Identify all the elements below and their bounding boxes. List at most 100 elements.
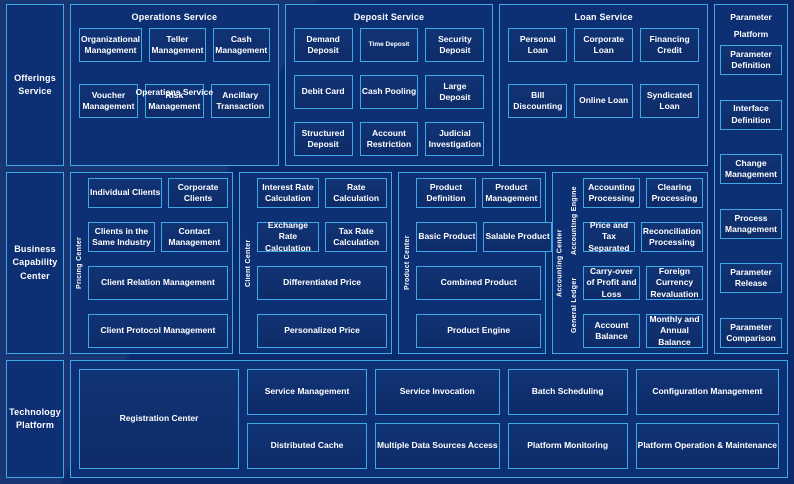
cell-basic-product[interactable]: Basic Product bbox=[416, 222, 478, 252]
cell-security-deposit[interactable]: Security Deposit bbox=[425, 28, 485, 62]
group-loan-service: Loan Service Personal Loan Corporate Loa… bbox=[499, 4, 709, 166]
cell-process-management[interactable]: Process Management bbox=[720, 208, 782, 239]
parameter-platform-items: Parameter Definition Interface Definitio… bbox=[720, 44, 782, 348]
loan-service-row-2: Bill Discounting Online Loan Syndicated … bbox=[508, 84, 700, 118]
cell-rate-calculation[interactable]: Rate Calculation bbox=[325, 178, 388, 208]
group-vlabel-client-center: Client Center bbox=[244, 239, 252, 287]
cell-demand-deposit[interactable]: Demand Deposit bbox=[293, 28, 353, 62]
cell-salable-product[interactable]: Salable Product bbox=[483, 222, 552, 252]
cell-personal-loan[interactable]: Personal Loan bbox=[508, 28, 568, 62]
cell-voucher-management[interactable]: Voucher Management bbox=[79, 84, 138, 118]
group-accounting-center: Accounting Center Accounting Engine Gene… bbox=[552, 172, 708, 354]
client-center-pair-2: Exchange Rate Calculation Tax Rate Calcu… bbox=[256, 220, 388, 253]
cell-debit-card[interactable]: Debit Card bbox=[293, 75, 353, 109]
cell-change-management[interactable]: Change Management bbox=[720, 154, 782, 185]
cell-risk-management[interactable]: Risk Management bbox=[144, 84, 204, 118]
cell-exchange-rate-calculation[interactable]: Exchange Rate Calculation bbox=[256, 220, 320, 253]
offerings-groups: Operations Service Organizational Manage… bbox=[70, 4, 709, 166]
cell-financing-credit[interactable]: Financing Credit bbox=[640, 28, 700, 62]
cell-judicial-investigation[interactable]: Judicial Investigation bbox=[425, 122, 485, 156]
cell-product-management[interactable]: Product Management bbox=[481, 178, 541, 208]
cell-syndicated-loan[interactable]: Syndicated Loan bbox=[640, 84, 700, 118]
pricing-center-pair-2: Clients in the Same Industry Contact Man… bbox=[88, 222, 228, 252]
cell-large-deposit[interactable]: Large Deposit bbox=[425, 75, 485, 109]
cell-time-deposit[interactable]: Time Deposit bbox=[359, 28, 419, 62]
layer-label-business-capability-center: Business Capability Center bbox=[6, 172, 64, 354]
cell-structured-deposit[interactable]: Structured Deposit bbox=[293, 122, 353, 156]
cell-ancillary-transaction[interactable]: Ancillary Transaction bbox=[210, 84, 270, 118]
cell-distributed-cache[interactable]: Distributed Cache bbox=[247, 423, 368, 469]
group-vlabel-accounting-engine: Accounting Engine bbox=[571, 186, 578, 255]
cell-platform-monitoring[interactable]: Platform Monitoring bbox=[507, 423, 628, 469]
pricing-center-pair-1: Individual Clients Corporate Clients bbox=[88, 178, 228, 208]
group-deposit-service: Deposit Service Demand Deposit Time Depo… bbox=[284, 4, 494, 166]
accounting-pair-4: Account Balance Monthly and Annual Balan… bbox=[583, 314, 703, 348]
technology-platform-items: Service Management Service Invocation Ba… bbox=[247, 369, 779, 469]
cell-individual-clients[interactable]: Individual Clients bbox=[88, 178, 163, 208]
cell-registration-center[interactable]: Registration Center bbox=[79, 369, 239, 469]
cell-interface-definition[interactable]: Interface Definition bbox=[720, 99, 782, 130]
cell-tax-rate-calculation[interactable]: Tax Rate Calculation bbox=[325, 222, 388, 252]
loan-service-row-1: Personal Loan Corporate Loan Financing C… bbox=[508, 28, 700, 62]
operations-service-row-1: Organizational Management Teller Managem… bbox=[79, 28, 270, 62]
cell-service-management[interactable]: Service Management bbox=[247, 369, 368, 415]
client-center-pair-1: Interest Rate Calculation Rate Calculati… bbox=[256, 178, 388, 208]
cell-teller-management[interactable]: Teller Management bbox=[149, 28, 206, 62]
cell-online-loan[interactable]: Online Loan bbox=[574, 84, 634, 118]
parameter-platform-title-line-2: Platform bbox=[733, 29, 769, 40]
cell-accounting-processing[interactable]: Accounting Processing bbox=[583, 178, 640, 208]
cell-multiple-data-sources-access[interactable]: Multiple Data Sources Access bbox=[375, 423, 500, 469]
accounting-pair-3: Carry-over of Profit and Loss Foreign Cu… bbox=[583, 266, 703, 300]
cell-monthly-and-annual-balance[interactable]: Monthly and Annual Balance bbox=[646, 314, 703, 348]
cell-organizational-management[interactable]: Organizational Management bbox=[79, 28, 143, 62]
cell-platform-operation-and-maintenance[interactable]: Platform Operation & Maintenance bbox=[635, 423, 779, 469]
cell-parameter-release[interactable]: Parameter Release bbox=[720, 263, 782, 294]
cell-product-definition[interactable]: Product Definition bbox=[416, 178, 476, 208]
cell-price-and-tax-separated[interactable]: Price and Tax Separated bbox=[583, 220, 635, 253]
group-product-center: Product Center Product Definition Produc… bbox=[398, 172, 552, 354]
cell-clients-in-the-same-industry[interactable]: Clients in the Same Industry bbox=[88, 222, 155, 252]
cell-client-relation-management[interactable]: Client Relation Management bbox=[88, 266, 228, 300]
cell-cash-pooling[interactable]: Cash Pooling bbox=[359, 75, 419, 109]
cell-parameter-definition[interactable]: Parameter Definition bbox=[720, 44, 782, 75]
cell-carry-over-of-profit-and-loss[interactable]: Carry-over of Profit and Loss bbox=[583, 266, 640, 300]
product-center-pair-1: Product Definition Product Management bbox=[416, 178, 541, 208]
cell-product-engine[interactable]: Product Engine bbox=[416, 314, 541, 348]
cell-contact-management[interactable]: Contact Management bbox=[160, 222, 228, 252]
cell-corporate-loan[interactable]: Corporate Loan bbox=[574, 28, 634, 62]
cell-batch-scheduling[interactable]: Batch Scheduling bbox=[507, 369, 628, 415]
cell-configuration-management[interactable]: Configuration Management bbox=[635, 369, 779, 415]
group-pricing-center: Pricing Center Individual Clients Corpor… bbox=[70, 172, 233, 354]
cell-combined-product[interactable]: Combined Product bbox=[416, 266, 541, 300]
cell-service-invocation[interactable]: Service Invocation bbox=[375, 369, 500, 415]
upper-left-stack: Offerings Service Operations Service Org… bbox=[6, 4, 709, 354]
group-vlabel-pricing-center: Pricing Center bbox=[76, 236, 83, 290]
cell-account-balance[interactable]: Account Balance bbox=[583, 314, 640, 348]
group-vlabel-accounting-center: Accounting Center bbox=[556, 229, 564, 297]
cell-client-protocol-management[interactable]: Client Protocol Management bbox=[88, 314, 228, 348]
layer-business-capability-center: Business Capability Center Pricing Cente… bbox=[6, 172, 708, 354]
deposit-service-row-3: Structured Deposit Account Restriction J… bbox=[293, 122, 485, 156]
cell-clearing-processing[interactable]: Clearing Processing bbox=[646, 178, 703, 208]
cell-foreign-currency-revaluation[interactable]: Foreign Currency Revaluation bbox=[646, 266, 703, 300]
group-title-operations-service: Operations Service bbox=[131, 12, 218, 22]
layer-technology-platform: Technology Platform Registration Center … bbox=[6, 360, 788, 478]
group-title-deposit-service: Deposit Service bbox=[353, 12, 425, 22]
accounting-pair-1: Accounting Processing Clearing Processin… bbox=[583, 178, 703, 208]
cell-differentiated-price[interactable]: Differentiated Price bbox=[256, 266, 388, 300]
cell-bill-discounting[interactable]: Bill Discounting bbox=[508, 84, 568, 118]
cell-cash-management[interactable]: Cash Management bbox=[212, 28, 270, 62]
group-operations-service: Operations Service Organizational Manage… bbox=[70, 4, 279, 166]
cell-reconciliation-processing[interactable]: Reconciliation Processing bbox=[640, 222, 703, 252]
group-title-loan-service: Loan Service bbox=[574, 12, 633, 22]
cell-corporate-clients[interactable]: Corporate Clients bbox=[168, 178, 228, 208]
cell-interest-rate-calculation[interactable]: Interest Rate Calculation bbox=[256, 178, 320, 208]
deposit-service-row-1: Demand Deposit Time Deposit Security Dep… bbox=[293, 28, 485, 62]
parameter-platform-title-line-1: Parameter bbox=[730, 12, 772, 22]
group-client-center: Client Center Interest Rate Calculation … bbox=[238, 172, 393, 354]
cell-parameter-comparison[interactable]: Parameter Comparison bbox=[720, 318, 782, 348]
cell-account-restriction[interactable]: Account Restriction bbox=[359, 122, 419, 156]
layer-offerings-service: Offerings Service Operations Service Org… bbox=[6, 4, 709, 166]
cell-personalized-price[interactable]: Personalized Price bbox=[256, 314, 388, 348]
